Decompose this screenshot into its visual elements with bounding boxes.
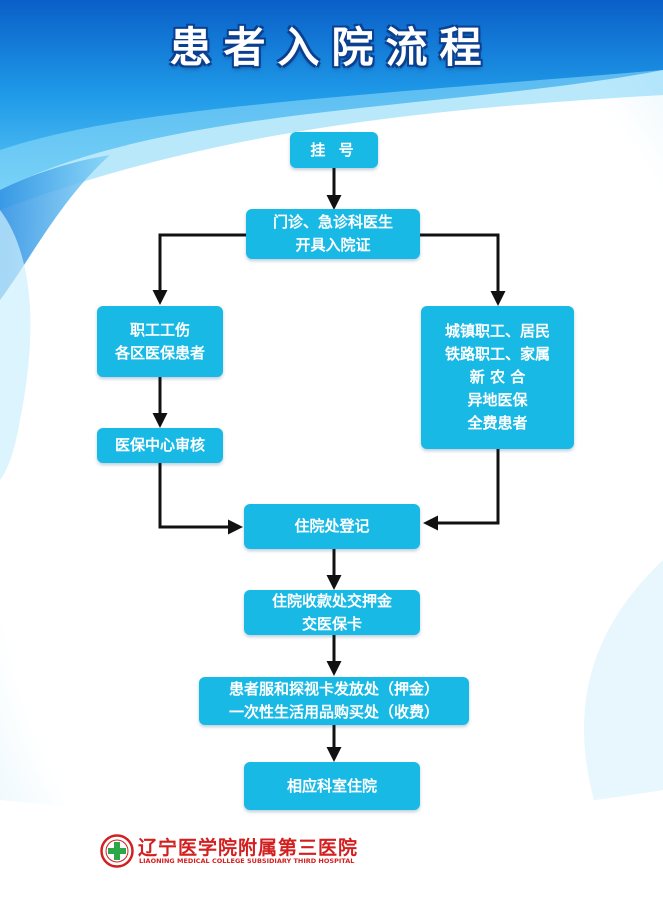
hospital-name-en: LIAONING MEDICAL COLLEGE SUBSIDIARY THIR… bbox=[139, 857, 355, 865]
left-group-line-1: 职工工伤 bbox=[129, 320, 190, 339]
right-group-line-4: 异地医保 bbox=[467, 391, 528, 409]
poster-title: 患者入院流程 bbox=[169, 23, 494, 72]
hospital-name-cn: 辽宁医学院附属第三医院 bbox=[138, 837, 359, 859]
admission-label: 住院处登记 bbox=[294, 517, 370, 535]
step-doctor: 门诊、急诊科医生 开具入院证 bbox=[246, 209, 420, 259]
right-group-line-1: 城镇职工、居民 bbox=[444, 322, 550, 340]
step-clothing: 患者服和探视卡发放处（押金） 一次性生活用品购买处（收费） bbox=[199, 677, 469, 725]
step-right-group: 城镇职工、居民 铁路职工、家属 新 农 合 异地医保 全费患者 bbox=[421, 306, 574, 449]
step-doctor-line-2: 开具入院证 bbox=[295, 236, 371, 254]
ward-label: 相应科室住院 bbox=[286, 776, 377, 795]
step-admission: 住院处登记 bbox=[244, 504, 420, 549]
deposit-line-2: 交医保卡 bbox=[301, 614, 362, 633]
right-group-line-2: 铁路职工、家属 bbox=[444, 345, 550, 363]
step-doctor-line-1: 门诊、急诊科医生 bbox=[272, 213, 393, 231]
step-left-review: 医保中心审核 bbox=[97, 428, 223, 463]
right-group-line-3: 新 农 合 bbox=[469, 368, 526, 386]
left-group-line-2: 各区医保患者 bbox=[114, 343, 205, 362]
step-register-label: 挂 号 bbox=[310, 140, 358, 159]
step-register: 挂 号 bbox=[290, 132, 378, 168]
deposit-line-1: 住院收款处交押金 bbox=[271, 591, 392, 610]
step-deposit: 住院收款处交押金 交医保卡 bbox=[244, 590, 420, 635]
right-group-line-5: 全费患者 bbox=[467, 414, 528, 432]
clothing-line-1: 患者服和探视卡发放处（押金） bbox=[228, 680, 439, 698]
hospital-logo-icon bbox=[100, 834, 134, 868]
left-review-label: 医保中心审核 bbox=[114, 436, 205, 454]
clothing-line-2: 一次性生活用品购买处（收费） bbox=[228, 703, 439, 721]
step-left-group: 职工工伤 各区医保患者 bbox=[97, 306, 223, 377]
step-ward: 相应科室住院 bbox=[244, 762, 420, 810]
